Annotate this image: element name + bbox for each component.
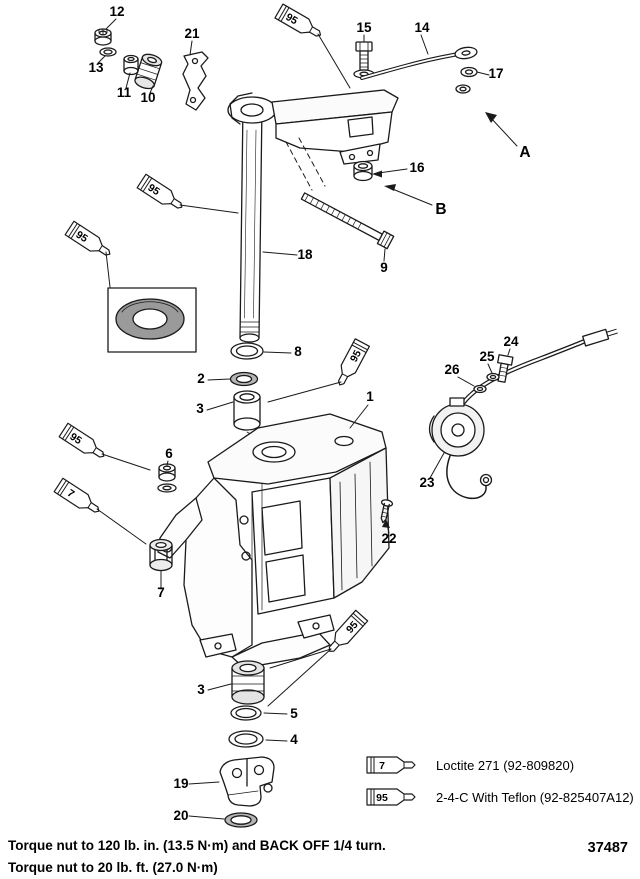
bracket-plate-21: [182, 51, 209, 111]
tilt-tube: [239, 98, 263, 343]
svg-text:7: 7: [379, 760, 385, 772]
callout-labels: 12 13 11 10 21 15 14 17 A 16 B 18 9 8 2 …: [88, 4, 530, 823]
legend-item-grease: 2-4-C With Teflon (92-825407A12): [436, 790, 634, 805]
steering-arm: [227, 89, 399, 191]
pivot-bolt: [300, 192, 395, 250]
locknut-6: [157, 463, 177, 493]
callout-18: 18: [297, 247, 313, 262]
callout-14: 14: [414, 20, 430, 35]
bushing-11: [123, 54, 139, 76]
washer-8: [230, 342, 264, 360]
leader-lines: [96, 18, 518, 820]
torque-notes: Torque nut to 120 lb. in. (13.5 N·m) and…: [8, 835, 386, 879]
castle-nut: [94, 28, 112, 46]
callout-2: 2: [197, 371, 205, 386]
grease-tube-icon: 95: [64, 220, 115, 262]
svg-text:95: 95: [348, 348, 364, 364]
callout-7: 7: [157, 585, 165, 600]
callout-B: B: [435, 201, 446, 218]
svg-text:95: 95: [74, 229, 90, 246]
svg-text:95: 95: [68, 431, 84, 448]
callout-17: 17: [488, 66, 503, 81]
callout-22: 22: [381, 531, 396, 546]
callout-21: 21: [184, 26, 200, 41]
seal-ring-2: [229, 371, 259, 387]
steering-link-bolt: [353, 41, 375, 79]
callout-23: 23: [419, 475, 435, 490]
grease-tube-icon: 95: [136, 173, 187, 215]
trim-sender: [428, 328, 618, 500]
oring-20: [224, 812, 258, 828]
callout-24: 24: [503, 334, 519, 349]
callout-5: 5: [290, 706, 298, 721]
bushing-3-top: [233, 390, 269, 445]
callout-4: 4: [290, 732, 298, 747]
callout-20: 20: [173, 808, 188, 823]
legend-item-loctite: Loctite 271 (92-809820): [436, 758, 574, 773]
washer-4: [228, 730, 264, 748]
grease-ring-box: [107, 287, 197, 353]
svg-text:7: 7: [65, 487, 77, 500]
drawing-number: 37487: [587, 840, 628, 856]
legend: Loctite 271 (92-809820) 2-4-C With Teflo…: [436, 758, 634, 805]
callout-25: 25: [479, 349, 495, 364]
sender-screw-24: [497, 354, 514, 383]
torque-note-1: Torque nut to 120 lb. in. (13.5 N·m) and…: [8, 838, 386, 853]
callout-26: 26: [444, 362, 460, 377]
sender-washer-25: [486, 372, 500, 382]
grease-tube-icon: 95: [323, 609, 369, 658]
leader-arrowheads: [372, 112, 497, 528]
callout-1: 1: [366, 389, 374, 404]
callout-15: 15: [356, 20, 372, 35]
callout-16: 16: [409, 160, 425, 175]
callout-19: 19: [173, 776, 188, 791]
swivel-bracket-body: [157, 413, 390, 669]
callout-13: 13: [88, 60, 104, 75]
callout-A: A: [519, 144, 530, 161]
ring-5: [230, 705, 262, 721]
grease-tube-icon: 95: [332, 338, 371, 390]
callout-12: 12: [109, 4, 124, 19]
loctite-tube-icon: 7: [53, 477, 104, 519]
callout-11: 11: [117, 85, 132, 100]
svg-text:95: 95: [146, 182, 162, 199]
swivel-clamp-19: [219, 756, 275, 807]
callout-3b: 3: [197, 682, 205, 697]
bushing-10: [134, 53, 163, 90]
steering-arm-nut: [353, 160, 373, 182]
grease-tube-icon: 95: [274, 3, 326, 43]
link-washers: [455, 66, 478, 94]
callout-6: 6: [165, 446, 173, 461]
ground-screw-22: [380, 499, 394, 524]
grease-tube-icon: 95: [58, 422, 109, 464]
callout-3: 3: [196, 401, 204, 416]
bushing-3-bottom: [231, 660, 265, 705]
legend-grease-tube-icon: 95: [366, 788, 416, 806]
callout-8: 8: [294, 344, 302, 359]
washer-13: [99, 47, 117, 57]
svg-text:95: 95: [283, 11, 299, 27]
callout-10: 10: [140, 90, 155, 105]
steering-link: [360, 46, 478, 80]
legend-loctite-tube-icon: 7: [366, 756, 416, 774]
callout-9: 9: [380, 260, 388, 275]
sender-washer-26: [473, 384, 487, 394]
svg-text:95: 95: [376, 792, 388, 804]
torque-note-2: Torque nut to 20 lb. ft. (27.0 N·m): [8, 860, 218, 875]
